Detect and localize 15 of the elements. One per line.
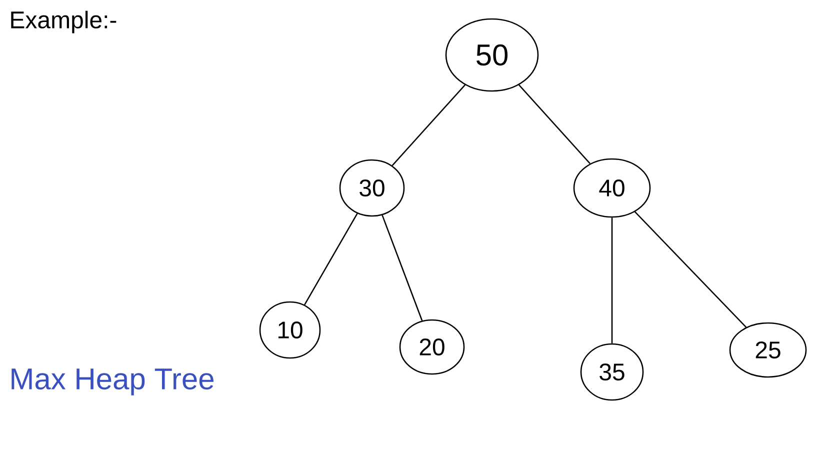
tree-edge [518, 84, 590, 164]
tree-edge [304, 213, 358, 306]
heap-node: 30 [339, 159, 405, 217]
heap-node: 40 [573, 158, 651, 218]
heap-node: 20 [399, 319, 465, 375]
tree-edge [392, 84, 466, 166]
heap-node: 10 [259, 301, 321, 359]
heap-node: 50 [445, 18, 539, 92]
tree-edge [634, 211, 747, 328]
handwritten-label: Max Heap Tree [12, 368, 214, 396]
tree-edge [611, 218, 613, 344]
handwritten-label: Example:- [11, 10, 116, 34]
heap-node: 35 [580, 343, 644, 401]
tree-edge [382, 214, 423, 321]
heap-node: 25 [729, 322, 807, 378]
